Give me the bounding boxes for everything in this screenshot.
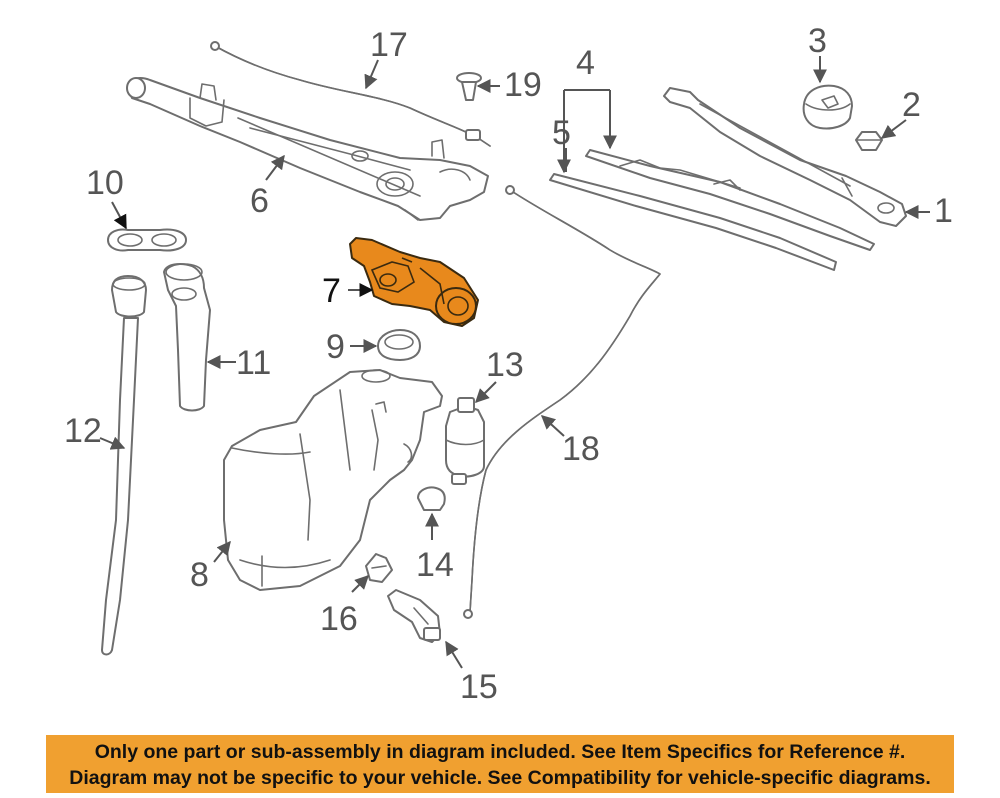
- callout-14: 14: [416, 546, 454, 584]
- part-17-washer-hose: [210, 41, 491, 147]
- part-14-grommet: [417, 486, 446, 511]
- callout-15: 15: [460, 668, 498, 706]
- part-16-clip: [365, 553, 393, 583]
- callout-16: 16: [320, 600, 358, 638]
- callout-12: 12: [64, 412, 102, 450]
- callout-labels: 1 2 3 4 5 6 7 8 9 10 11 12 13 14 15 16 1…: [64, 22, 953, 706]
- part-11-filler-neck: [163, 263, 211, 412]
- callout-6: 6: [250, 182, 269, 220]
- callout-7: 7: [322, 272, 341, 310]
- callout-3: 3: [808, 22, 827, 60]
- part-9-grommet: [377, 329, 421, 361]
- part-2-nut: [855, 131, 883, 151]
- leader-lines: [99, 56, 930, 669]
- callout-18: 18: [562, 430, 600, 468]
- part-10-grommet: [107, 228, 187, 252]
- part-15-sensor: [387, 589, 441, 643]
- part-5-blade-insert: [549, 173, 837, 271]
- part-8-reservoir: [223, 369, 443, 591]
- callout-13: 13: [486, 346, 524, 384]
- callout-1: 1: [934, 192, 953, 230]
- part-18-washer-hose: [463, 185, 661, 619]
- part-13-washer-pump: [445, 397, 485, 485]
- part-4-wiper-blade: [585, 149, 875, 251]
- part-7-wiper-motor: [349, 237, 479, 327]
- notice-line-1: Only one part or sub-assembly in diagram…: [94, 741, 906, 763]
- part-12-level-tube: [101, 275, 147, 656]
- part-3-cap: [802, 84, 853, 130]
- callout-17: 17: [370, 26, 408, 64]
- callout-11: 11: [236, 344, 271, 382]
- callout-8: 8: [190, 556, 209, 594]
- part-6-wiper-linkage: [126, 77, 489, 221]
- notice-line-2: Diagram may not be specific to your vehi…: [69, 767, 931, 789]
- callout-5: 5: [552, 114, 571, 152]
- callout-9: 9: [326, 328, 345, 366]
- notice-banner: Only one part or sub-assembly in diagram…: [46, 735, 954, 793]
- part-19-clip: [456, 72, 482, 101]
- callout-19: 19: [504, 66, 542, 104]
- callout-2: 2: [902, 86, 921, 124]
- callout-4: 4: [576, 44, 595, 82]
- callout-10: 10: [86, 164, 124, 202]
